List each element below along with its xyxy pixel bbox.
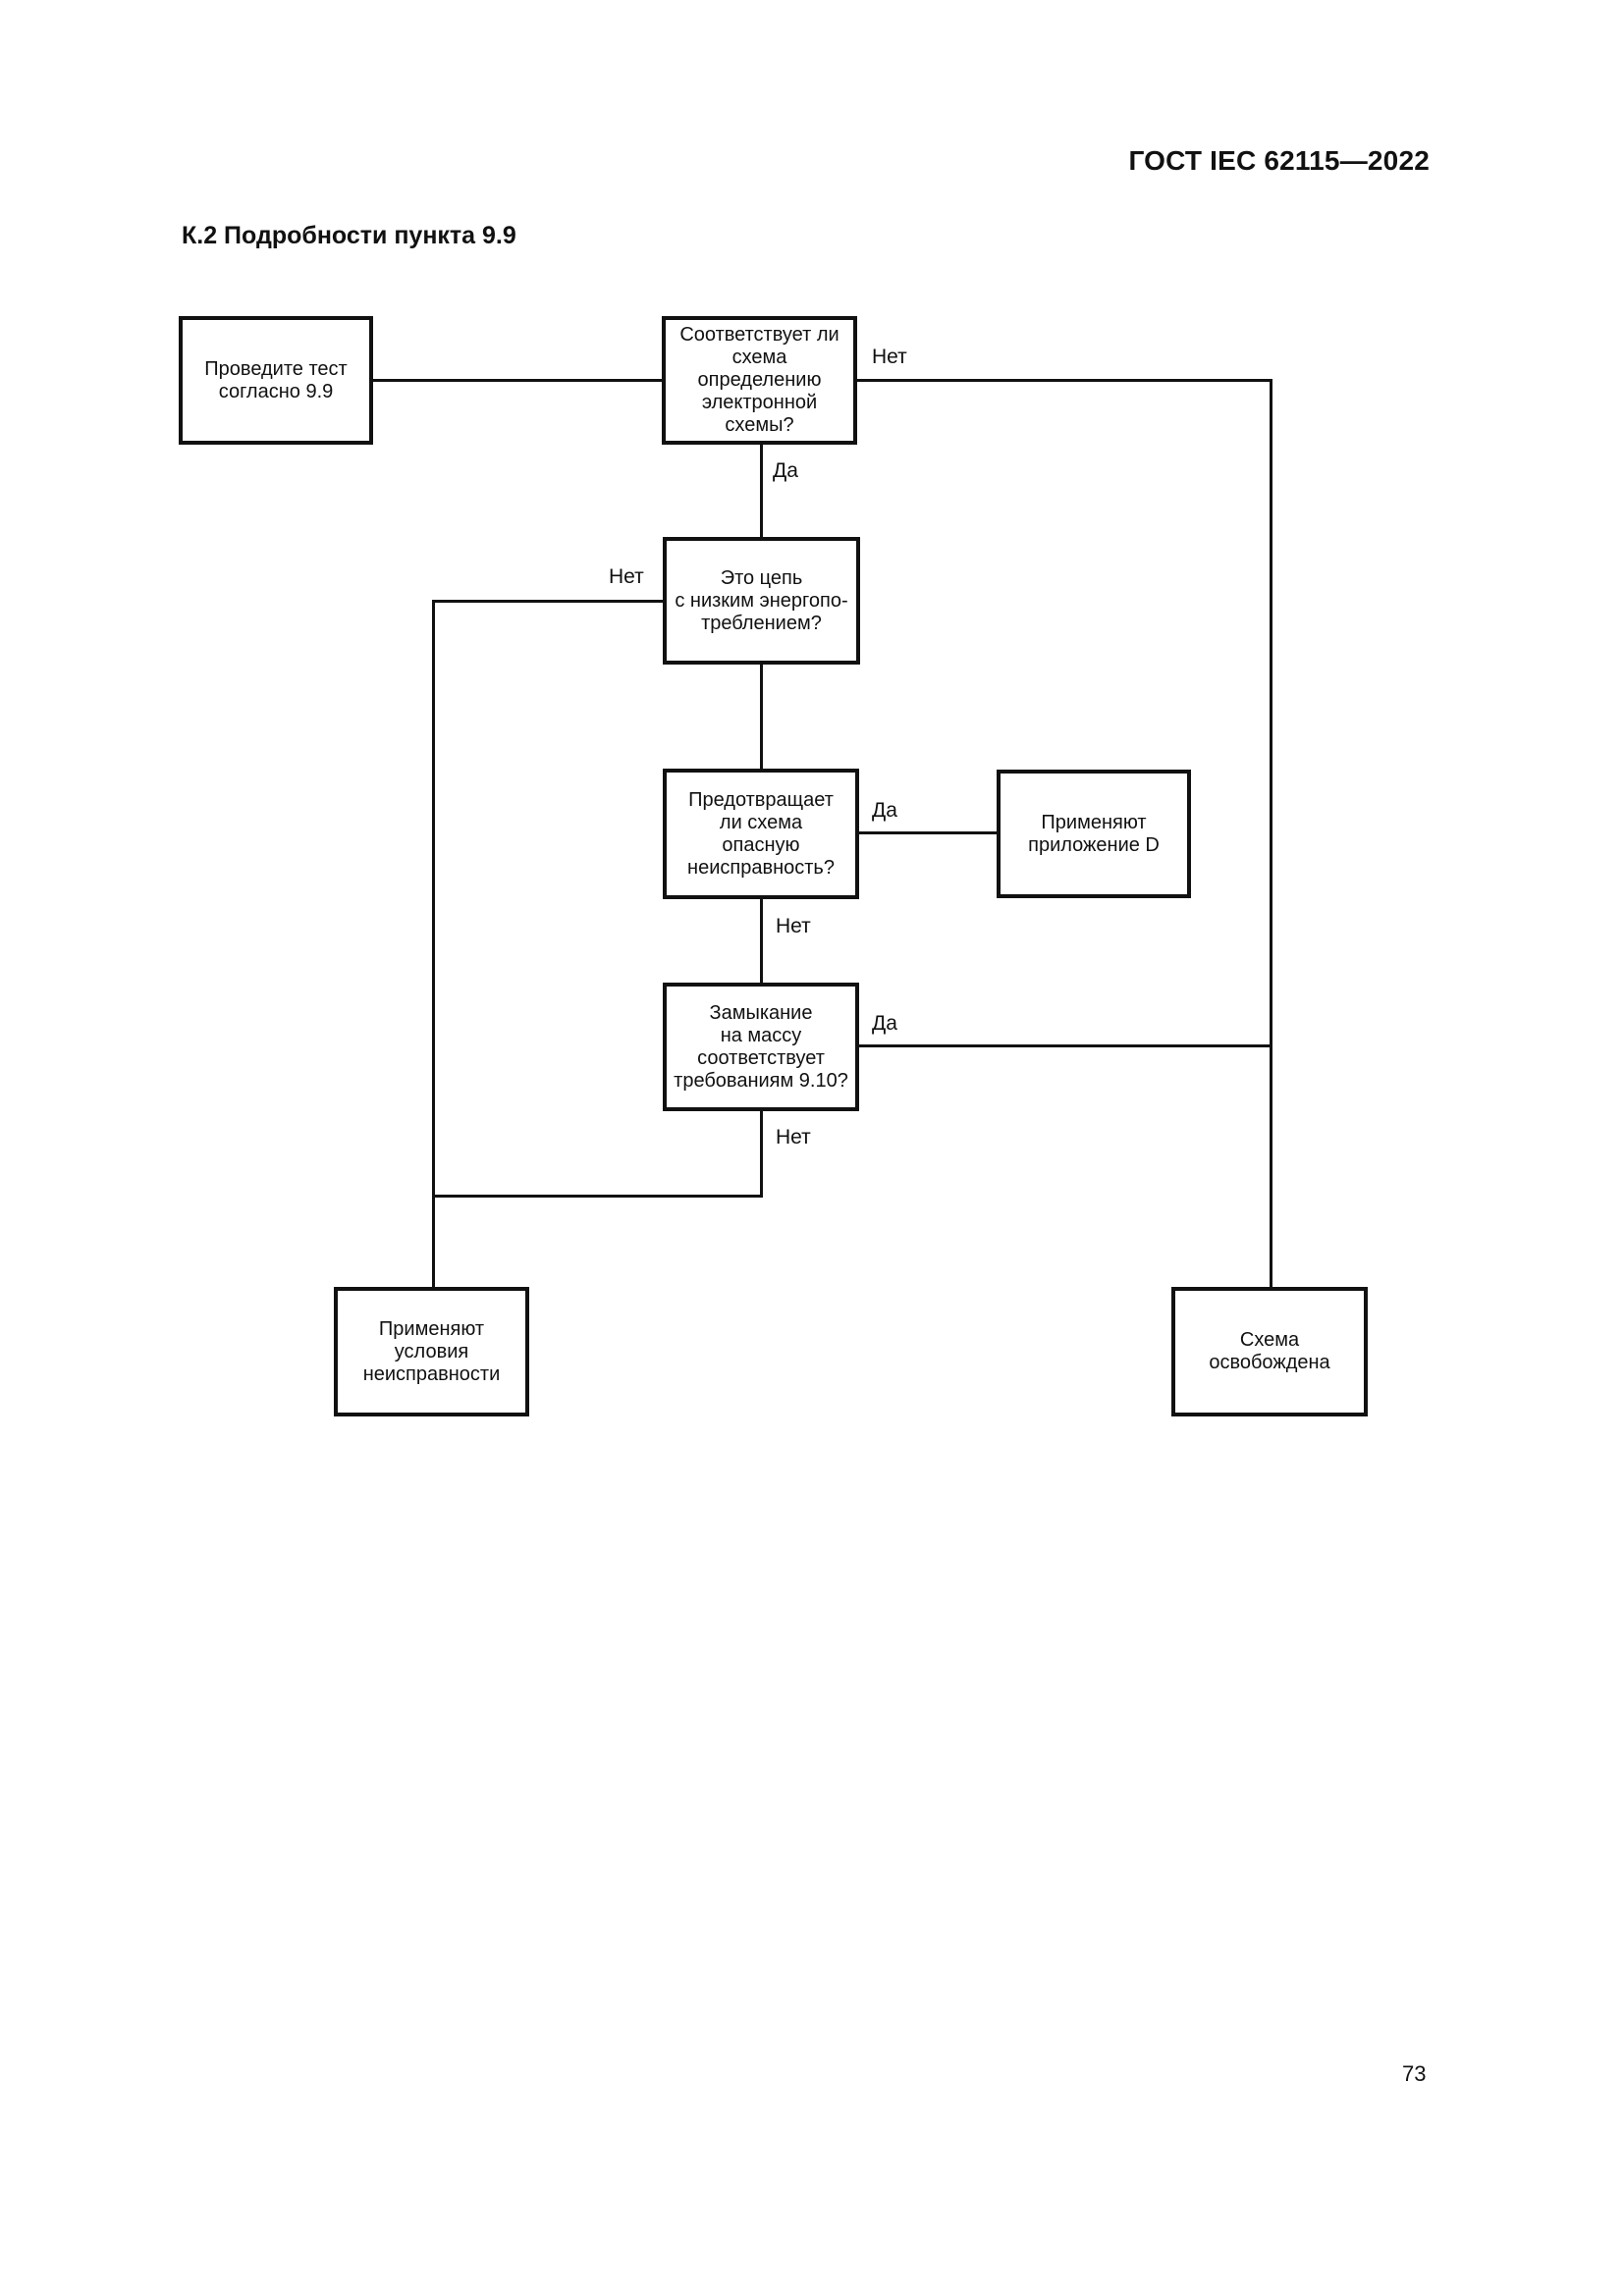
connector-prevents-yes-horizontal <box>859 831 997 834</box>
connector-lowpower-to-prevents <box>760 665 763 769</box>
connector-electronic-yes-vertical <box>760 445 763 537</box>
edge-label-no-earthfault: Нет <box>776 1126 811 1148</box>
page-number: 73 <box>1402 2061 1427 2086</box>
section-title: К.2 Подробности пункта 9.9 <box>182 222 516 249</box>
edge-label-yes-earthfault: Да <box>872 1012 897 1035</box>
node-apply-annex-d: Применяют приложение D <box>997 770 1191 898</box>
connector-electronic-no-horizontal <box>857 379 1272 382</box>
connector-earthfault-no-vertical <box>760 1111 763 1198</box>
connector-bottom-horizontal <box>432 1195 763 1198</box>
connector-earthfault-yes-horizontal <box>859 1044 1270 1047</box>
node-circuit-exempt: Схема освобождена <box>1171 1287 1368 1416</box>
node-question-electronic-circuit: Соответствует ли схема определению элект… <box>662 316 857 445</box>
node-question-earth-fault: Замыкание на массу соответствует требова… <box>663 983 859 1111</box>
connector-left-vertical <box>432 600 435 1287</box>
node-start: Проведите тест согласно 9.9 <box>179 316 373 445</box>
node-apply-fault-conditions: Применяют условия неисправности <box>334 1287 529 1416</box>
edge-label-yes-electronic: Да <box>773 459 798 482</box>
document-header: ГОСТ IEC 62115—2022 <box>1128 145 1430 176</box>
connector-prevents-no-vertical <box>760 899 763 983</box>
edge-label-yes-prevents: Да <box>872 799 897 822</box>
connector-start-to-electronic <box>373 379 662 382</box>
connector-lowpower-no-horizontal <box>432 600 663 603</box>
node-question-prevents-fault: Предотвращает ли схема опасную неисправн… <box>663 769 859 899</box>
node-question-low-power-circuit: Это цепь с низким энергопо- треблением? <box>663 537 860 665</box>
edge-label-no-lowpower: Нет <box>609 565 644 588</box>
connector-right-vertical <box>1270 379 1272 1287</box>
edge-label-no-prevents: Нет <box>776 915 811 937</box>
edge-label-no-electronic: Нет <box>872 346 907 368</box>
